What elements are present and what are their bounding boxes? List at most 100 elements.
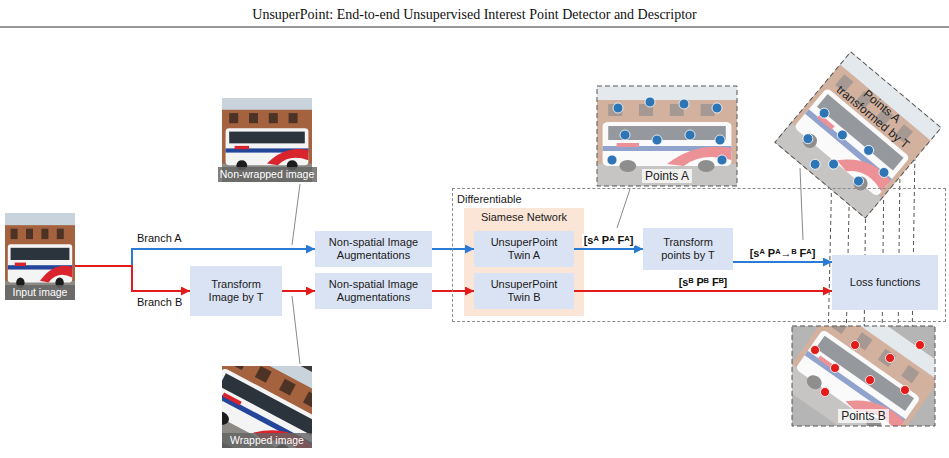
node-text: Input image xyxy=(5,285,75,300)
input-photo xyxy=(5,213,75,300)
points-a-image xyxy=(620,130,630,140)
transformed-points-image xyxy=(827,157,841,171)
process-box: Non-spatial Image Augmentations xyxy=(315,231,432,267)
siamese-network-region: UnsuperPoint Twin A UnsuperPoint Twin B Si… xyxy=(464,208,584,316)
process-box: Transform Image by T xyxy=(190,266,282,316)
points-b-image xyxy=(851,341,860,350)
leader-line xyxy=(617,189,630,228)
network-box: UnsuperPoint Twin A xyxy=(474,231,574,267)
leader-line xyxy=(292,184,300,245)
arrow-connector xyxy=(574,290,832,292)
node-text: Transform Image by T xyxy=(196,278,276,304)
points-b-image xyxy=(792,326,935,426)
transformed-points-image xyxy=(817,106,831,120)
loss-box: Loss functions xyxy=(832,255,938,310)
arrow-connector xyxy=(75,249,315,266)
branch-label: Branch B xyxy=(137,296,182,308)
node-text: UnsuperPoint Twin B xyxy=(480,278,568,304)
points-a-image xyxy=(685,130,695,140)
points-b-image xyxy=(792,326,935,426)
leader-line xyxy=(800,168,803,240)
points-a-image xyxy=(613,103,623,113)
points-a-image xyxy=(607,155,617,165)
points-b-image xyxy=(792,326,935,426)
points-b-image xyxy=(792,326,935,426)
transformed-points-image xyxy=(775,52,941,218)
input-photo xyxy=(5,213,75,300)
region-fill xyxy=(464,208,584,316)
process-box: Non-spatial Image Augmentations xyxy=(315,273,432,309)
arrow-connector xyxy=(733,261,832,263)
points-a-image xyxy=(597,86,737,186)
points-b-image xyxy=(811,346,820,355)
node-text: Transform points by T xyxy=(649,236,727,262)
points-b-image xyxy=(778,294,948,458)
input-image-photo: Input image xyxy=(5,213,75,300)
points-a-image xyxy=(715,135,725,145)
edge-label: [sᴬ Pᴬ Fᴬ] xyxy=(582,234,636,246)
points-b-image xyxy=(866,376,875,385)
leader-line xyxy=(292,296,300,364)
transformed-points-image xyxy=(808,157,822,171)
node-text: Non-wrapped image xyxy=(218,167,317,182)
points-a-image xyxy=(645,97,655,107)
warped-photo xyxy=(222,366,312,448)
points-a-image xyxy=(607,97,727,165)
edge-label: [sᴬ Pᴬ→ᴮ Fᴬ] xyxy=(748,247,818,259)
points-b-image xyxy=(792,326,935,426)
node-text: Points A xyxy=(642,169,692,183)
warped-image-photo: Wrapped image xyxy=(222,366,312,448)
points-a-image xyxy=(679,99,689,109)
points-a-image xyxy=(597,86,737,186)
header-row: UnsuperPoint: End-to-end Unsupervised In… xyxy=(0,5,949,23)
transformed-points-image xyxy=(775,52,941,218)
transformed-points-image xyxy=(775,52,941,218)
arrow-connector xyxy=(282,290,315,292)
arrow-connector xyxy=(574,248,643,250)
page-header: UnsuperPoint: End-to-end Unsupervised In… xyxy=(252,7,696,22)
arrow-connector xyxy=(432,290,474,292)
node-text: Siamese Network xyxy=(464,208,584,223)
network-box: UnsuperPoint Twin B xyxy=(474,273,574,309)
points-image: Points B xyxy=(792,326,935,426)
points-image: Points A xyxy=(597,86,737,186)
node-text: Differentiable xyxy=(453,191,526,207)
process-box: Transform points by T xyxy=(643,228,733,270)
points-b-image xyxy=(792,326,935,426)
arrow-connector xyxy=(432,248,474,250)
transformed-points-image: Points A transformed by T xyxy=(775,52,941,218)
points-b-image xyxy=(831,364,840,373)
node-text: Non-spatial Image Augmentations xyxy=(321,236,426,262)
points-a-image xyxy=(717,155,727,165)
arrow-connector xyxy=(75,266,190,291)
points-b-image xyxy=(811,341,925,397)
transformed-points-image xyxy=(835,128,849,142)
leader-line xyxy=(292,168,803,364)
transformed-points-image xyxy=(775,52,941,218)
edge-label: [sᴮ Pᴮ Fᴮ] xyxy=(677,276,730,288)
points-a-image xyxy=(597,86,737,186)
node-text: Loss functions xyxy=(838,276,932,289)
transformed-points-image xyxy=(862,143,876,157)
node-text: Points B xyxy=(838,409,889,423)
node-text: Wrapped image xyxy=(222,433,312,448)
region-fills xyxy=(464,208,584,316)
transformed-points-image xyxy=(775,52,941,218)
header-rule xyxy=(0,27,949,28)
warped-photo xyxy=(222,366,312,448)
non-warped-image-photo: Non-wrapped image xyxy=(218,98,317,182)
points-b-image xyxy=(821,388,830,397)
points-b-image xyxy=(886,354,895,363)
points-a-image xyxy=(712,103,722,113)
points-a-image xyxy=(652,135,662,145)
points-b-image xyxy=(916,341,925,350)
branch-label: Branch A xyxy=(137,232,182,244)
node-text: Points A transformed by T xyxy=(831,70,923,154)
node-text: Non-spatial Image Augmentations xyxy=(321,278,426,304)
differentiable-region: UnsuperPoint Twin A UnsuperPoint Twin B Si… xyxy=(452,188,946,322)
points-b-image xyxy=(901,386,910,395)
correspondence-line xyxy=(912,150,915,345)
